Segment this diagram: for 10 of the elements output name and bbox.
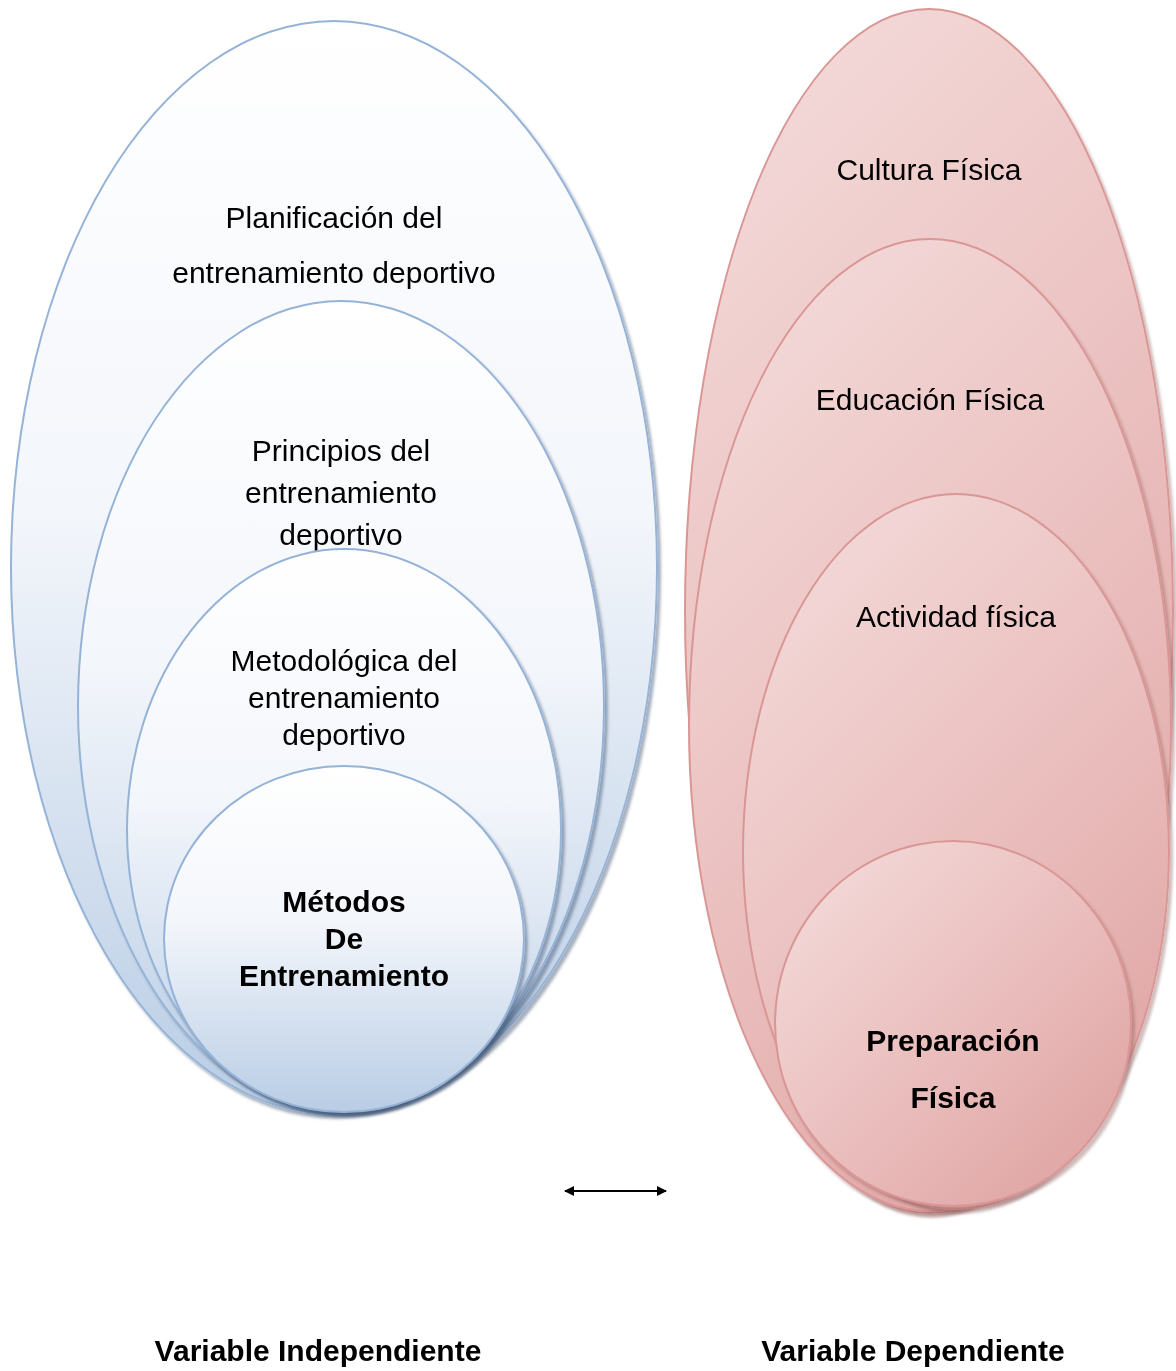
variable-caption: Variable Dependiente	[760, 1334, 1066, 1368]
ellipse-label: Principios del entrenamiento deportivo	[244, 433, 438, 553]
ellipse-label: Preparación Física	[865, 1023, 1041, 1116]
ellipse-label: Cultura Física	[835, 152, 1023, 188]
ellipse-label: Actividad física	[854, 599, 1058, 635]
variable-caption: Variable Independiente	[153, 1334, 483, 1368]
ellipse-label: Educación Física	[814, 382, 1046, 418]
ellipse-label: Planificación del entrenamiento deportivo	[171, 200, 497, 291]
ellipse-label: Métodos De Entrenamiento	[238, 884, 450, 994]
ellipse-label: Metodológica del entrenamiento deportivo	[229, 643, 459, 753]
